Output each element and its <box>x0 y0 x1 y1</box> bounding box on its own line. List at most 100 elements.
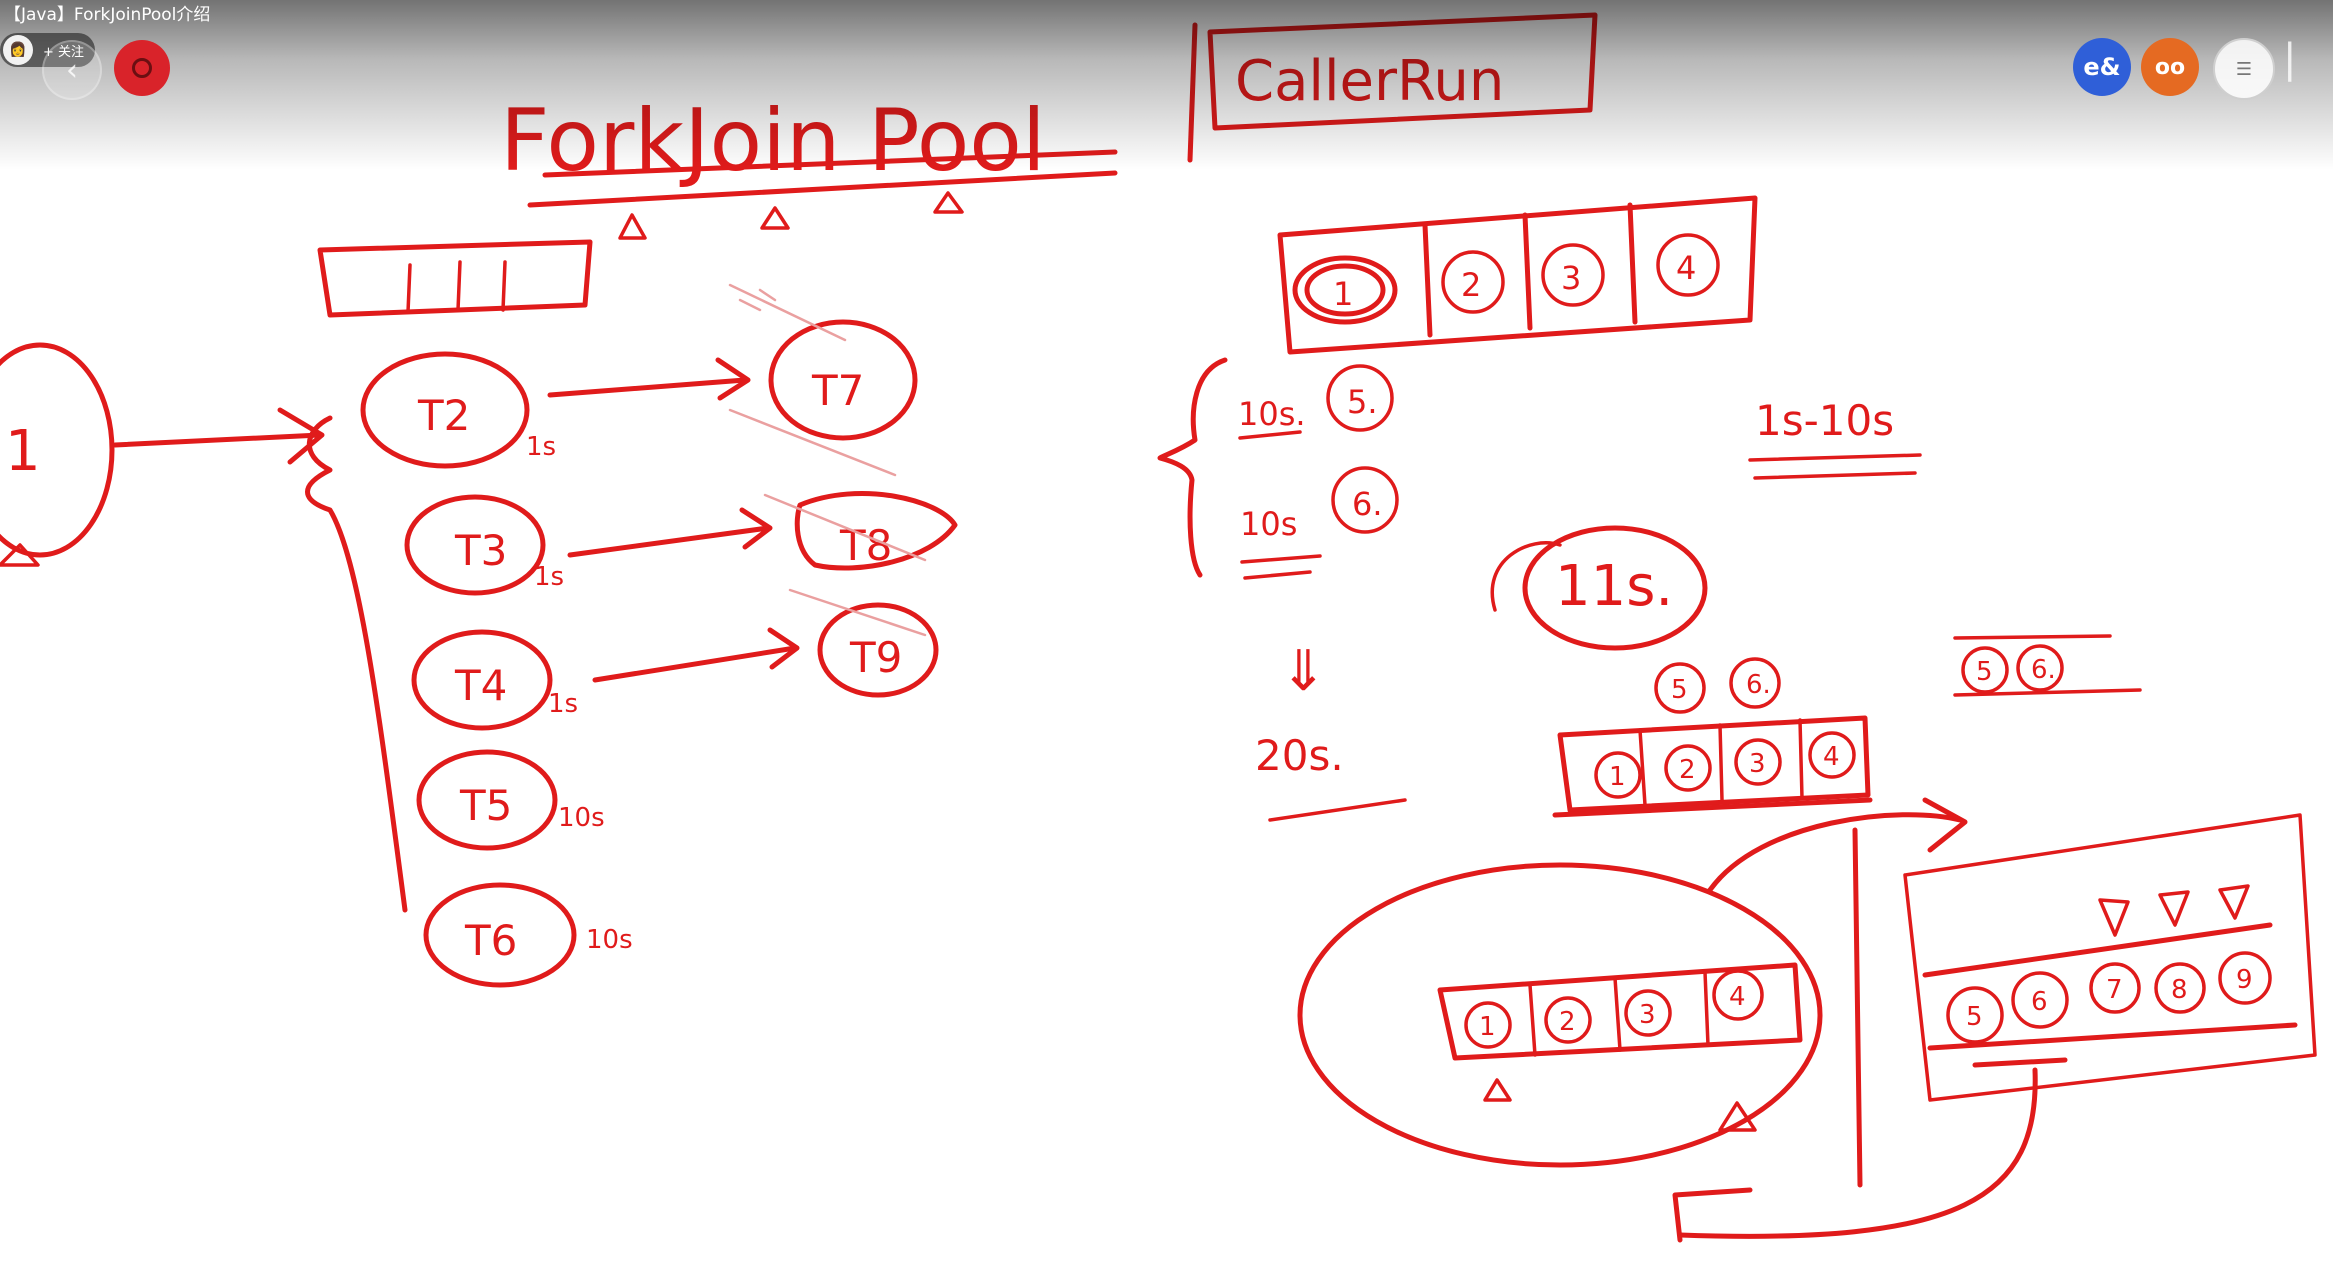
back-icon: ‹ <box>66 52 78 88</box>
subtask-t9-circle <box>817 602 939 698</box>
participants-icon: e& <box>2083 53 2121 81</box>
right-box-cell-7: 7 <box>2106 975 2123 1005</box>
right-box-cell-7-circle <box>2089 962 2141 1014</box>
fork-arrow-head <box>277 407 325 465</box>
right-box-cell-8-circle <box>2154 962 2206 1014</box>
origin-triangle <box>0 543 40 567</box>
total-underline <box>1268 798 1407 822</box>
subtask-t7-label: T7 <box>811 366 864 415</box>
task-t4-circle <box>411 629 553 731</box>
pair-right-5-circle <box>1961 646 2009 694</box>
task-t6-label: T6 <box>464 916 517 965</box>
t8-strike <box>763 493 927 562</box>
task-t6-time: 10s <box>586 925 633 955</box>
menu-button[interactable]: ☰ <box>2213 38 2275 100</box>
down-arrow: ⇓ <box>1280 639 1327 704</box>
subtask-t8-circle <box>794 491 958 571</box>
top-queue-cell-2-circle <box>1441 250 1505 314</box>
task-t4-label: T4 <box>454 661 507 710</box>
uploader-avatar[interactable]: 👩 <box>3 35 33 65</box>
right-box-line-top <box>1922 922 2273 978</box>
arrow-t3-t8 <box>567 525 771 558</box>
thread-marker-3 <box>933 191 964 214</box>
callerrun-section: CallerRun 1 2 3 4 10s. 5. 10s 6. ⇓ 20 <box>1157 12 2317 1243</box>
small-queue-dividers <box>406 260 507 314</box>
task-t3-time: 1s <box>534 562 564 592</box>
pair-right-5: 5 <box>1976 657 1993 687</box>
mid-queue-cell-3: 3 <box>1749 749 1766 779</box>
right-box-markers <box>2098 884 2250 937</box>
oval-queue-cell-4: 4 <box>1729 982 1746 1012</box>
top-queue-cell-4-circle <box>1656 233 1720 297</box>
right-box <box>1903 813 2317 1102</box>
right-box-cell-5: 5 <box>1966 1002 1983 1032</box>
top-queue-box <box>1277 195 1758 355</box>
subtask-t7-circle <box>768 319 918 441</box>
record-button[interactable] <box>114 40 170 96</box>
t7-scribble <box>728 283 847 342</box>
small-queue-box <box>317 239 593 318</box>
loop-arrow-top <box>1707 812 1963 893</box>
lower-divider <box>1852 827 1863 1188</box>
total-time: 20s. <box>1255 731 1344 780</box>
arrow-t3-t8-head <box>739 507 773 550</box>
profile-icon: oo <box>2154 54 2186 80</box>
mid-queue-dividers <box>1638 718 1804 807</box>
right-box-cell-8: 8 <box>2171 975 2188 1005</box>
range-underline <box>1748 453 1922 480</box>
subtask-t9-label: T9 <box>849 633 902 682</box>
top-queue-dividers <box>1422 202 1638 338</box>
top-queue-cell-2: 2 <box>1461 266 1481 304</box>
pending-1-circle <box>1326 364 1394 432</box>
right-box-cell-9: 9 <box>2236 965 2253 995</box>
task-t5-label: T5 <box>459 781 512 830</box>
pending-2-num: 6. <box>1352 485 1383 523</box>
pending-brace <box>1157 357 1228 578</box>
right-box-cell-6: 6 <box>2031 987 2048 1017</box>
oval-queue-box <box>1437 962 1803 1061</box>
oval-queue-cell-2-circle <box>1544 996 1592 1044</box>
right-box-cell-9-circle <box>2218 951 2272 1005</box>
oval-marker-2 <box>1718 1101 1757 1132</box>
pair-small-6: 6. <box>1746 670 1771 700</box>
mid-queue-cell-1-circle <box>1594 751 1642 799</box>
participants-button[interactable]: e& <box>2073 38 2131 96</box>
fork-arrow-line <box>112 432 323 448</box>
pending-1-time: 10s. <box>1238 395 1306 433</box>
origin-task-label: 1 <box>5 419 41 484</box>
pair-small-5-circle <box>1654 662 1706 714</box>
menu-icon: ☰ <box>2235 58 2253 80</box>
t7-strike <box>728 408 897 477</box>
thread-marker-2 <box>760 206 790 230</box>
mid-queue-cell-4-circle <box>1808 731 1856 779</box>
pending-2-circle <box>1331 466 1399 534</box>
mid-queue-box <box>1557 715 1871 813</box>
eleven-circle <box>1522 525 1708 651</box>
right-box-cell-6-circle <box>2011 971 2069 1029</box>
mid-queue-cell-1: 1 <box>1609 762 1626 792</box>
arrow-t4-t9-head <box>767 627 800 670</box>
oval-queue-cell-1: 1 <box>1479 1012 1496 1042</box>
mid-queue-cell-2-circle <box>1664 744 1712 792</box>
pending-1-num: 5. <box>1347 383 1378 421</box>
callerrun-title: CallerRun <box>1235 49 1504 114</box>
edge-handle-icon[interactable]: | <box>2283 36 2297 82</box>
back-button[interactable]: ‹ <box>42 40 102 100</box>
mid-queue-cell-2: 2 <box>1679 755 1696 785</box>
forkjoin-section: ForkJoin Pool 1 T2 1s T3 <box>0 91 1118 988</box>
oval-queue-cell-4-circle <box>1712 969 1764 1021</box>
oval-queue-cell-2: 2 <box>1559 1007 1576 1037</box>
mid-queue-cell-3-circle <box>1734 738 1782 786</box>
pending-2-underline <box>1240 554 1322 580</box>
profile-button[interactable]: oo <box>2141 38 2199 96</box>
pending-2-time: 10s <box>1240 505 1297 543</box>
pair-small-5: 5 <box>1671 675 1688 705</box>
oval-queue-cell-1-circle <box>1464 1001 1512 1049</box>
mid-queue-underline <box>1552 797 1873 818</box>
pair-right-6: 6. <box>2031 655 2056 685</box>
task-t5-time: 10s <box>558 803 605 833</box>
divider-line <box>1187 22 1198 163</box>
task-t4-time: 1s <box>548 689 578 719</box>
